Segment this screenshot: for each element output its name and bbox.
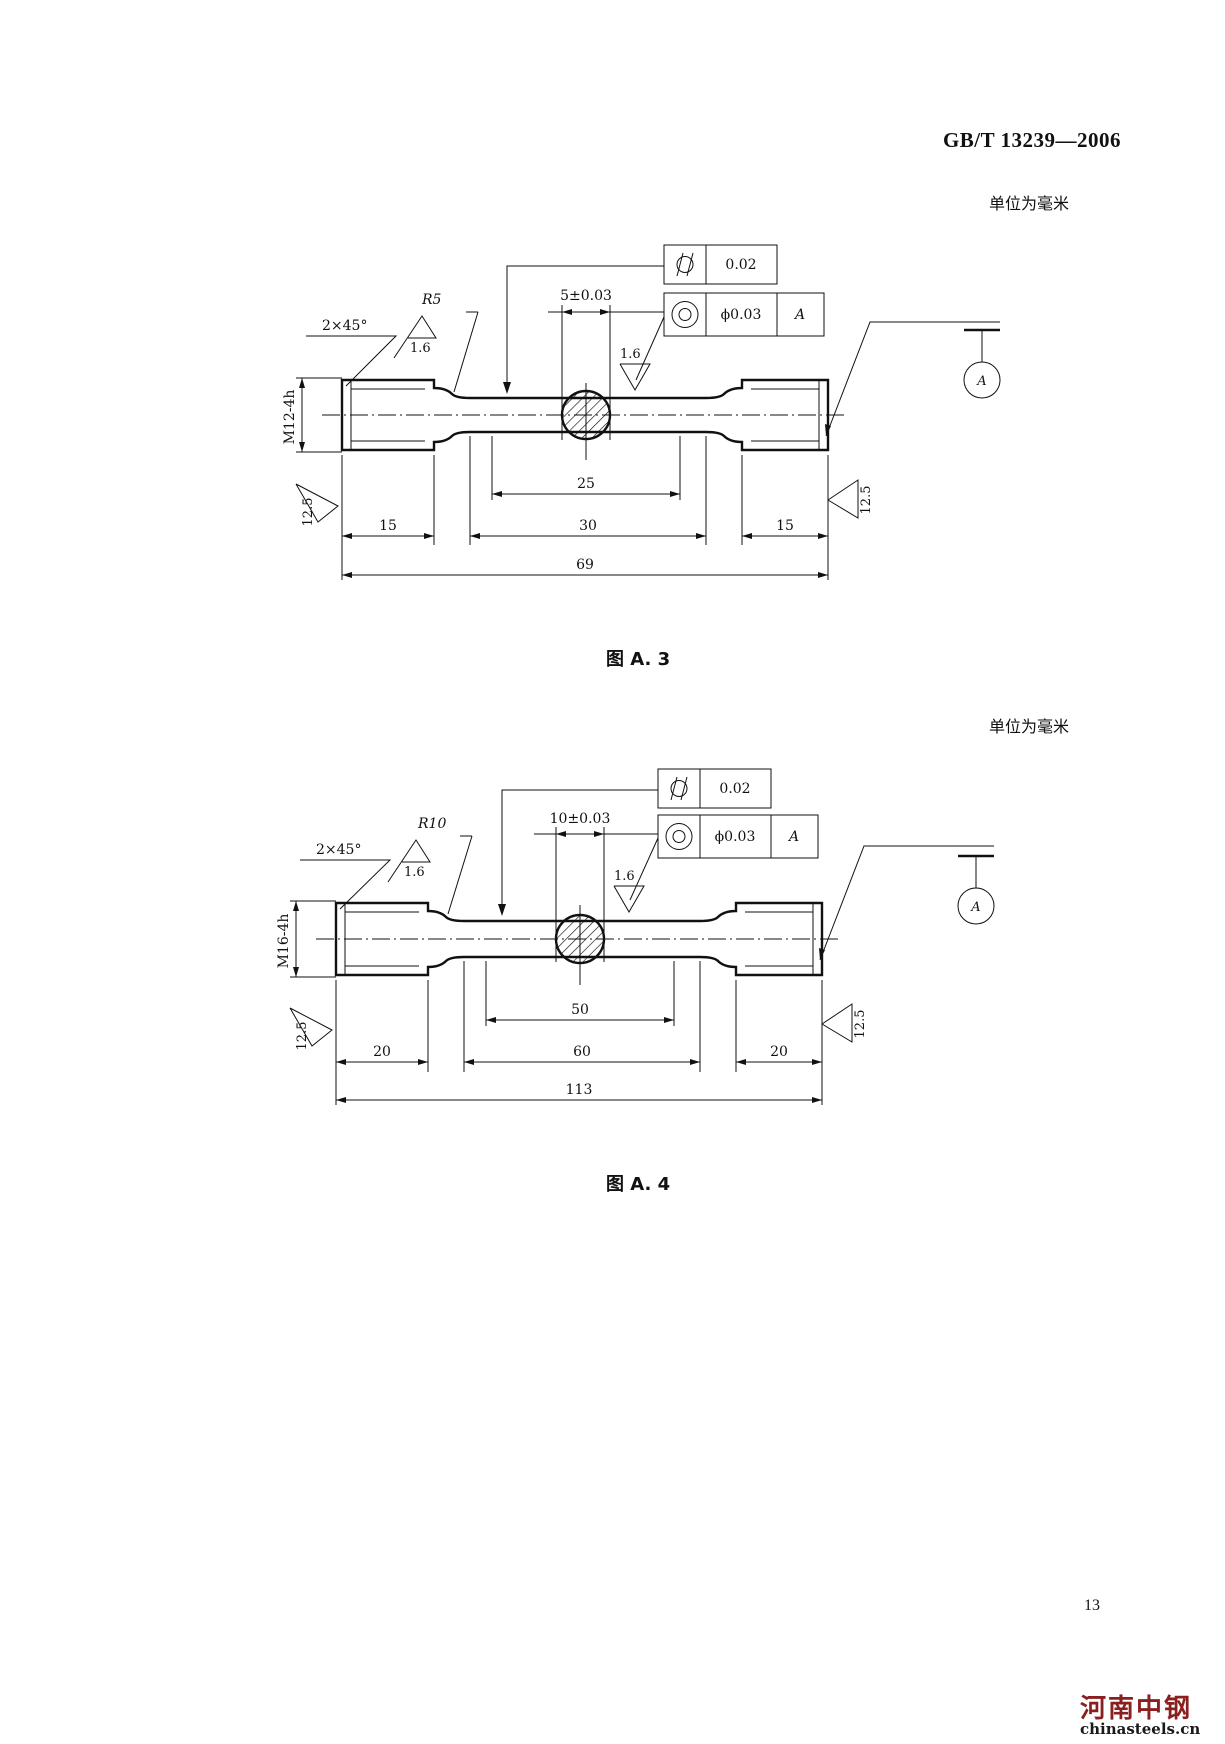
datum-label: A (976, 374, 986, 389)
figure-a3-drawing: 0.02 ϕ0.03 A 5±0.03 2×45° R5 1.6 (282, 244, 1001, 580)
page-number: 13 (1084, 1597, 1100, 1614)
dim-right: 20 (770, 1044, 788, 1060)
dim-total: 69 (576, 557, 594, 573)
cylindricity-value: 0.02 (719, 781, 750, 797)
radius-label: R5 (421, 292, 442, 308)
roughness-coarse-left: 12.5 (301, 498, 316, 527)
thread-label: M16-4h (276, 914, 292, 969)
cylindricity-frame: 0.02 (657, 768, 772, 809)
coaxiality-frame: ϕ0.03 A (657, 814, 819, 859)
unit-note: 单位为毫米 (989, 194, 1070, 213)
cylindricity-icon (670, 776, 688, 801)
figure-a4-drawing: 0.02 ϕ0.03 A 10±0.03 2×45° R10 1.6 1.6 (276, 768, 995, 1105)
roughness-fine-right: 1.6 (614, 869, 635, 884)
diameter-dim: 10±0.03 (550, 811, 611, 827)
unit-note: 单位为毫米 (989, 717, 1070, 736)
coaxiality-frame: ϕ0.03 A (663, 292, 825, 337)
figure-caption: 图 A. 3 (606, 649, 671, 670)
cylindricity-icon (676, 252, 694, 277)
cylindricity-frame: 0.02 (663, 244, 778, 285)
dim-middle: 30 (579, 518, 597, 534)
dim-inner: 25 (577, 476, 595, 492)
cylindricity-value: 0.02 (725, 257, 756, 273)
datum-label: A (970, 900, 980, 915)
chamfer-label: 2×45° (316, 842, 361, 858)
radius-label: R10 (417, 816, 446, 832)
figure-caption: 图 A. 4 (606, 1174, 671, 1195)
standard-number: GB/T 13239—2006 (942, 128, 1121, 152)
datum-ref: A (787, 829, 799, 845)
coaxiality-value: ϕ0.03 (721, 307, 762, 323)
chamfer-label: 2×45° (322, 318, 367, 334)
roughness-fine-left: 1.6 (410, 341, 431, 356)
datum-ref: A (793, 307, 805, 323)
diameter-dim: 5±0.03 (560, 288, 612, 304)
roughness-coarse-left: 12.5 (295, 1022, 310, 1051)
thread-label: M12-4h (282, 390, 298, 445)
watermark-brand: 河南中钢 (1080, 1694, 1193, 1724)
roughness-fine-right: 1.6 (620, 347, 641, 362)
roughness-coarse-right: 12.5 (853, 1010, 868, 1039)
datum-symbol: A (963, 328, 1001, 399)
coaxiality-icon (671, 301, 699, 328)
coaxiality-value: ϕ0.03 (715, 829, 756, 845)
dim-inner: 50 (571, 1002, 589, 1018)
dim-total: 113 (566, 1082, 593, 1098)
dim-right: 15 (776, 518, 794, 534)
datum-symbol: A (957, 854, 995, 925)
coaxiality-icon (665, 823, 693, 850)
watermark-site: chinasteels.cn (1080, 1720, 1201, 1738)
roughness-fine-left: 1.6 (404, 865, 425, 880)
dim-left: 15 (379, 518, 397, 534)
dim-left: 20 (373, 1044, 391, 1060)
dim-middle: 60 (573, 1044, 591, 1060)
roughness-coarse-right: 12.5 (859, 486, 874, 515)
